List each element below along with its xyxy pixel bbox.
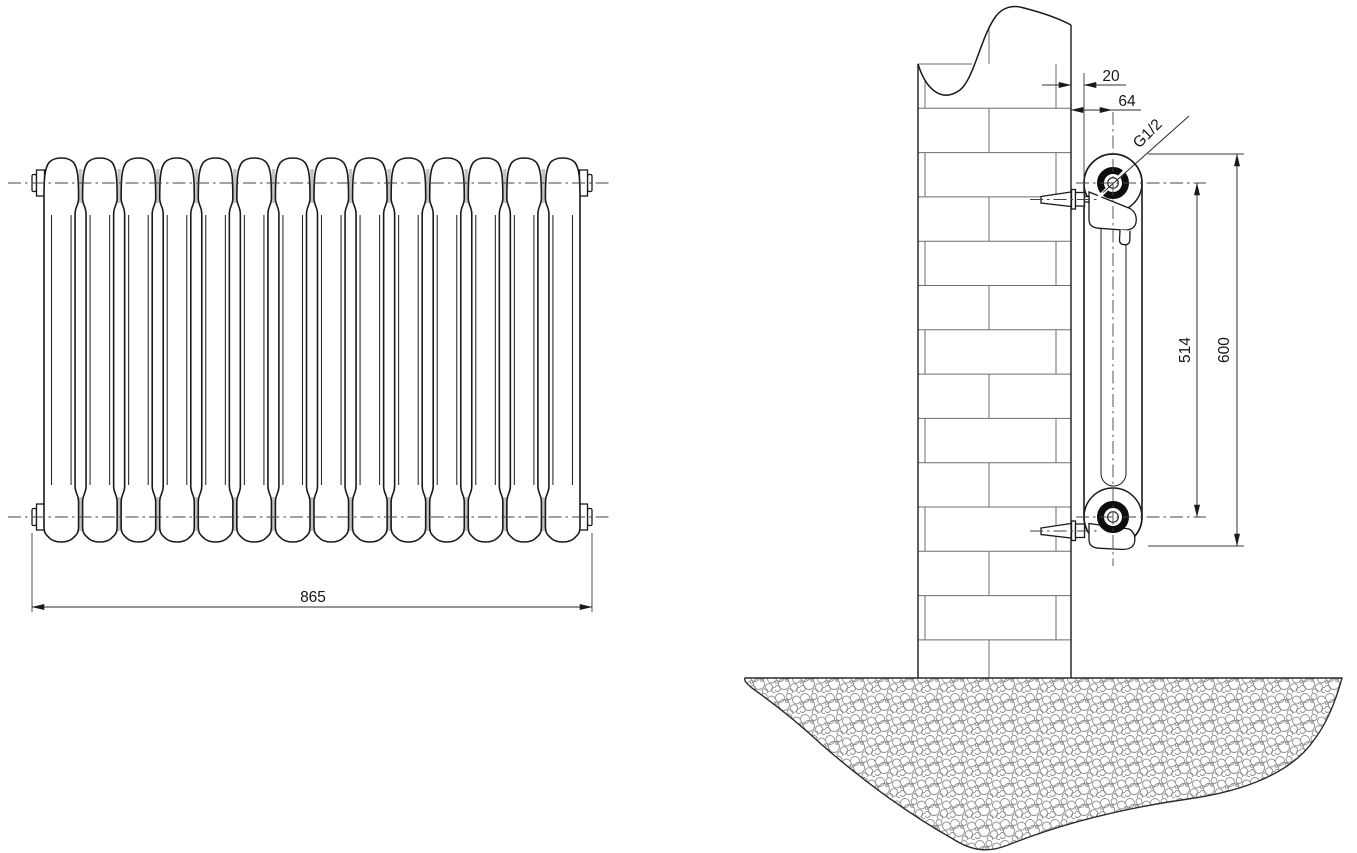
section-neck-joint	[233, 497, 237, 531]
section-neck-joint	[348, 497, 353, 531]
section-neck-joint	[348, 169, 353, 203]
width-dimension: 865	[31, 533, 593, 612]
radiator-section	[506, 157, 543, 543]
section-neck-joint	[156, 497, 160, 531]
radiator-section	[197, 157, 234, 543]
radiator-section	[467, 157, 504, 543]
section-neck-joint	[78, 497, 83, 531]
dim-wall-offset: 20	[1042, 68, 1126, 205]
dim-overall-height: 600	[1148, 153, 1244, 547]
dim-axis-spacing: 514	[1177, 182, 1200, 518]
radiator-section	[544, 157, 581, 543]
section-neck-joint	[194, 497, 198, 531]
section-neck-joint	[117, 497, 121, 531]
radiator-section	[313, 157, 350, 543]
radiator-section	[158, 157, 196, 543]
thread-leader-line	[1102, 115, 1190, 193]
wall-offset-label: 20	[1102, 68, 1120, 85]
radiator-section	[390, 157, 427, 543]
section-neck-joint	[156, 169, 160, 203]
radiator-section	[81, 157, 118, 543]
section-neck-joint	[310, 497, 314, 531]
wall-anchor-top	[1030, 188, 1097, 210]
section-neck-joint	[271, 497, 276, 531]
section-neck-joint	[117, 169, 121, 203]
side-view: 20 64 G1/2 514 600	[744, 5, 1343, 851]
mounting-bracket-top-hook	[1118, 229, 1131, 246]
section-neck-shades	[78, 169, 546, 531]
section-neck-joint	[541, 169, 546, 203]
brick-wall	[918, 16, 1071, 678]
section-neck-joint	[78, 169, 83, 203]
end-bushings	[31, 169, 593, 531]
section-neck-joint	[271, 169, 276, 203]
section-neck-joint	[503, 169, 507, 203]
radiator-section	[236, 157, 273, 543]
wall-break-line	[917, 5, 1072, 96]
ground-hatch	[744, 677, 1343, 851]
axis-spacing-label: 514	[1177, 337, 1194, 363]
section-neck-joint	[464, 497, 468, 531]
section-neck-joint	[541, 497, 546, 531]
radiator-sections	[43, 157, 581, 543]
section-neck-joint	[387, 169, 391, 203]
wall-to-axis-label: 64	[1118, 93, 1136, 110]
mounting-bracket-bottom	[1088, 522, 1136, 551]
section-neck-joint	[426, 497, 430, 531]
dim-wall-to-axis: 64	[1070, 93, 1141, 113]
radiator-section	[428, 157, 466, 543]
radiator-section	[274, 157, 311, 543]
radiator-section	[120, 157, 157, 543]
section-neck-joint	[503, 497, 507, 531]
radiator-section	[351, 157, 388, 543]
radiator-section	[43, 157, 80, 543]
height-label: 600	[1216, 337, 1233, 363]
section-neck-joint	[310, 169, 314, 203]
width-dimension-label: 865	[300, 589, 326, 606]
section-neck-joint	[194, 169, 198, 203]
wall-outline	[917, 5, 1072, 678]
section-neck-joint	[464, 169, 468, 203]
section-inner-lines	[50, 215, 574, 485]
front-view: 865	[8, 157, 612, 612]
wall-anchor-bottom	[1030, 520, 1097, 542]
section-neck-joint	[426, 169, 430, 203]
section-neck-joint	[387, 497, 391, 531]
section-neck-joint	[233, 169, 237, 203]
thread-label: G1/2	[1130, 116, 1166, 152]
